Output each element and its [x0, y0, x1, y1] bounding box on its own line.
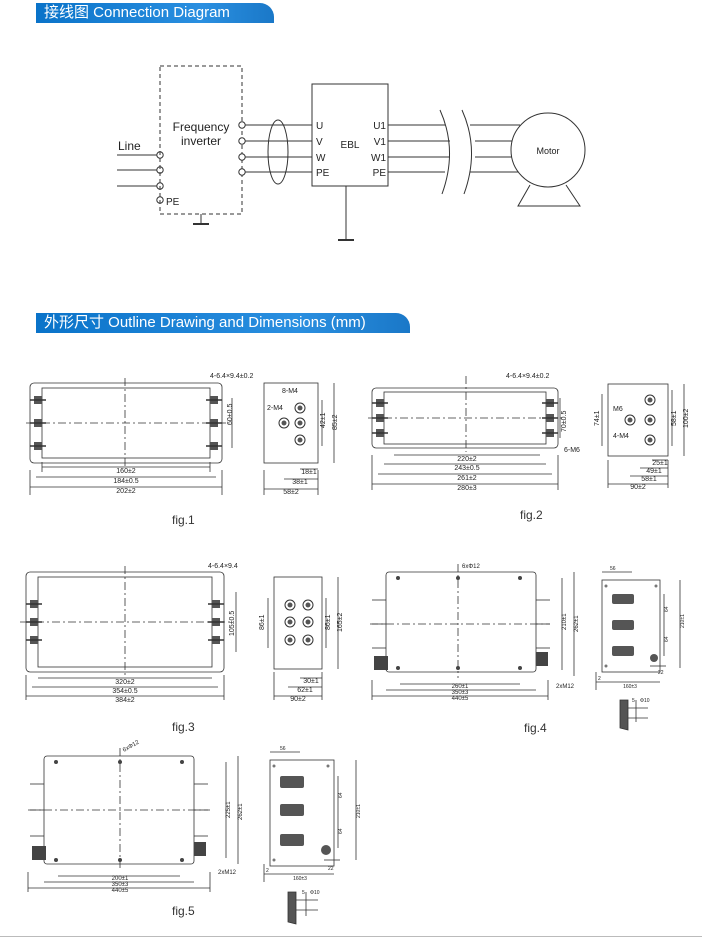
connection-diagram-banner: 接线图 Connection Diagram	[36, 3, 274, 23]
fig2-side-w4: 90±2	[630, 484, 646, 491]
fig2-hole-label: 4-6.4×9.4±0.2	[506, 373, 549, 380]
fig3-hole-label: 4-6.4×9.4	[208, 563, 238, 570]
fig3-side-w2: 62±1	[297, 687, 313, 694]
fig5-side-small-2: 22	[328, 866, 334, 872]
ebl-out-v1: V1	[374, 137, 387, 148]
outline-drawing-title: 外形尺寸 Outline Drawing and Dimensions (mm)	[44, 314, 366, 331]
fig4-h1: 210±1	[562, 613, 568, 630]
fig3-width-2: 354±0.5	[112, 688, 137, 695]
footer-divider	[0, 936, 702, 937]
fig4-width-3: 440±5	[452, 696, 469, 702]
fig3-side-w1: 30±1	[303, 678, 319, 685]
fig2-side-label-1: M6	[613, 406, 623, 413]
line-label: Line	[118, 139, 141, 153]
fig4-detail-1: 5	[632, 698, 635, 704]
fig5-width-3: 440±5	[112, 888, 129, 894]
fig2-width-3: 261±2	[457, 475, 477, 482]
fig4-side-h2: 64	[664, 636, 670, 642]
fig2-side-w2: 49±1	[646, 468, 662, 475]
fig4-side-top: 56	[610, 566, 616, 572]
fig1-side-w2: 38±1	[292, 479, 308, 486]
fig4-width-2: 350±3	[452, 690, 469, 696]
fig3-width-3: 384±2	[115, 697, 135, 704]
fig3-side-h2: 86±1	[325, 614, 332, 630]
fig5-detail-2: Φ10	[310, 890, 320, 896]
fig5-detail-1: 5	[302, 890, 305, 896]
fig2-width-1: 220±2	[457, 456, 477, 463]
fig3-caption: fig.3	[172, 720, 195, 734]
fig1-height-label: 60±0.5	[227, 404, 234, 425]
ebl-label: EBL	[341, 140, 360, 151]
fig4-caption: fig.4	[524, 721, 547, 735]
fig5-side-top: 56	[280, 746, 286, 752]
fig3-width-1: 320±2	[115, 679, 135, 686]
inverter-label-1: Frequency	[173, 120, 230, 134]
fig1-side-h2: 85±2	[332, 414, 339, 430]
fig3-height-label: 105±0.5	[229, 611, 236, 636]
fig2-side-label-2: 4-M4	[613, 433, 629, 440]
connection-diagram: Line Frequency inverter PE U V W PE EBL …	[117, 65, 586, 241]
fig5-h2: 262±1	[238, 803, 244, 820]
fig4-h2: 262±1	[574, 615, 580, 632]
fig2-width-4: 280±3	[457, 485, 477, 492]
ebl-in-v: V	[316, 137, 323, 148]
fig4-m12-label: 2xM12	[556, 684, 575, 690]
fig5-h1: 225±1	[226, 801, 232, 818]
fig1-width-2: 184±0.5	[113, 478, 138, 485]
fig1-width-3: 202±2	[116, 488, 136, 495]
fig3-side-w3: 90±2	[290, 696, 306, 703]
fig5-side-h1: 64	[338, 792, 344, 798]
fig4-side-w1: 160±3	[623, 684, 637, 690]
outline-drawing-banner: 外形尺寸 Outline Drawing and Dimensions (mm)	[36, 313, 410, 333]
fig5-caption: fig.5	[172, 904, 195, 918]
ebl-out-u1: U1	[373, 121, 386, 132]
fig5-side-h3: 210±1	[356, 804, 362, 818]
fig5-m12-label: 2xM12	[218, 870, 237, 876]
fig2-side-w3: 58±1	[641, 476, 657, 483]
fig4-side-small-2: 22	[658, 670, 664, 676]
fig2-side-h3: 100±2	[683, 408, 690, 428]
ebl-in-u: U	[316, 121, 323, 132]
fig1-caption: fig.1	[172, 513, 195, 527]
connection-diagram-title: 接线图 Connection Diagram	[44, 4, 230, 21]
fig2-height-label: 70±0.5	[561, 411, 568, 432]
fig3-side-h1: 86±1	[259, 614, 266, 630]
fig2-side-h1: 74±1	[594, 410, 601, 426]
fig1-side-w1: 18±1	[301, 469, 317, 476]
fig5-side-small-1: 2	[266, 868, 269, 874]
fig1-hole-label: 4-6.4×9.4±0.2	[210, 373, 253, 380]
inverter-label-2: inverter	[181, 134, 221, 148]
fig1-side-label-2: 2-M4	[267, 405, 283, 412]
fig2-width-2: 243±0.5	[454, 465, 479, 472]
fig1-width-1: 160±2	[116, 468, 136, 475]
ebl-out-w1: W1	[371, 153, 386, 164]
fig4-hole-label: 6xΦ12	[462, 564, 480, 570]
fig5-side-w1: 160±3	[293, 876, 307, 882]
fig1-side-label-1: 8-M4	[282, 388, 298, 395]
fig4-side-small-1: 2	[598, 676, 601, 682]
fig2-m6-label: 6-M6	[564, 447, 580, 454]
fig4-side-h1: 64	[664, 606, 670, 612]
fig4-width-1: 260±1	[452, 684, 469, 690]
fig2-side-h2: 58±1	[671, 410, 678, 426]
motor-label: Motor	[536, 146, 559, 156]
fig2-side-w1: 25±1	[652, 460, 668, 467]
fig1-side-h1: 42±1	[320, 412, 327, 428]
ebl-in-w: W	[316, 153, 326, 164]
fig2-caption: fig.2	[520, 508, 543, 522]
fig5-width-2: 350±3	[112, 882, 129, 888]
fig4-detail-2: Φ10	[640, 698, 650, 704]
ebl-in-pe: PE	[316, 168, 330, 179]
ebl-out-pe: PE	[373, 168, 387, 179]
fig4-side-h3: 210±1	[680, 614, 686, 628]
fig5-width-1: 200±1	[112, 876, 129, 882]
fig5-hole-label: 6xΦ12	[122, 739, 141, 753]
pe-left-label: PE	[166, 197, 180, 208]
fig3-side-h3: 165±2	[337, 612, 344, 632]
fig5-side-h2: 64	[338, 828, 344, 834]
fig1-side-w3: 58±2	[283, 489, 299, 496]
